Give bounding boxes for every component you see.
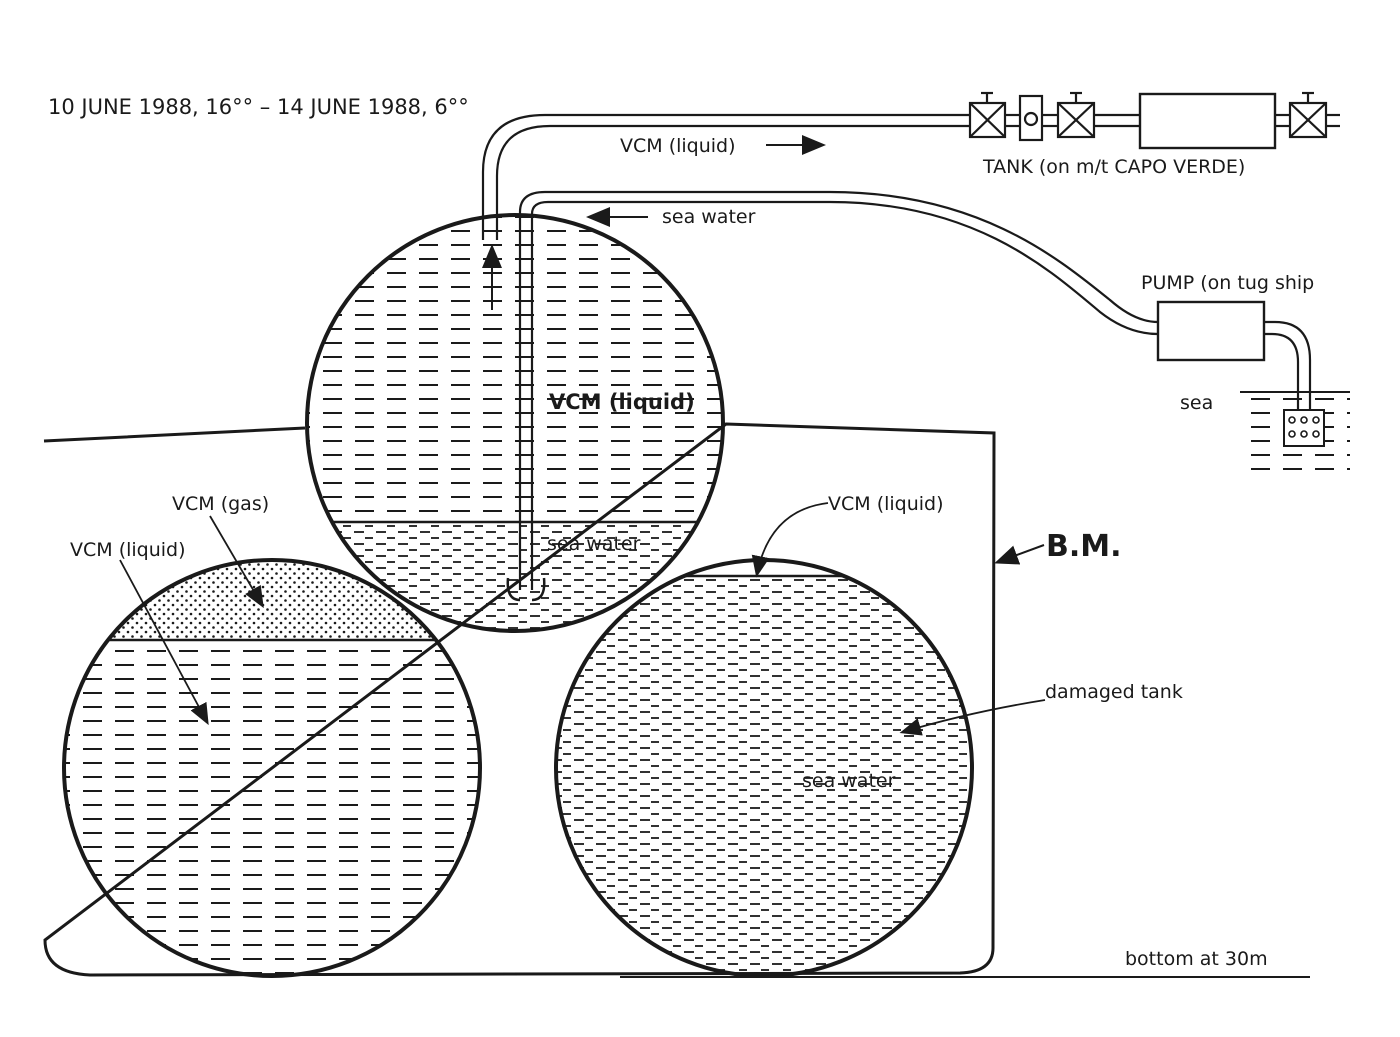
label-right-vcm-liquid: VCM (liquid) (828, 493, 944, 515)
leader-vcm-liquid-left (119, 559, 209, 726)
label-sea: sea (1180, 392, 1213, 414)
capo-verde-tank (1138, 92, 1277, 150)
label-right-sea-water: sea water (802, 770, 896, 792)
valve-3 (1288, 91, 1328, 139)
pump-intake-pipe (1264, 320, 1312, 410)
label-damaged-tank: damaged tank (1045, 681, 1183, 703)
right-tank-damaged (554, 558, 974, 978)
vcm-pipe (481, 113, 970, 240)
center-tank (305, 213, 725, 633)
valve-1 (968, 91, 1007, 139)
leader-vcm-liquid-right (751, 502, 829, 578)
intake-strainer (1283, 409, 1325, 447)
valve-train (1005, 113, 1340, 128)
label-left-vcm-liquid: VCM (liquid) (70, 539, 186, 561)
label-vcm-liquid-pipe: VCM (liquid) (620, 135, 736, 157)
label-capo-verde-tank: TANK (on m/t CAPO VERDE) (982, 156, 1245, 178)
label-center-sea-water: sea water (547, 533, 641, 555)
label-bottom-depth: bottom at 30m (1125, 948, 1268, 970)
leader-damaged-tank (899, 699, 1046, 736)
label-sea-water-pipe: sea water (662, 206, 756, 228)
valve-2 (1056, 91, 1096, 139)
flow-meter (1018, 94, 1044, 142)
left-tank (62, 558, 482, 978)
sea-water-pipe (518, 190, 1159, 590)
pump (1156, 300, 1266, 362)
pipe-nozzle (506, 577, 546, 602)
label-left-vcm-gas: VCM (gas) (172, 493, 269, 515)
date-range-header: 10 JUNE 1988, 16°° – 14 JUNE 1988, 6°° (48, 95, 469, 119)
leader-vcm-gas (209, 515, 264, 609)
leader-bm (994, 544, 1045, 565)
label-bm: B.M. (1046, 529, 1122, 564)
label-center-vcm-liquid: VCM (liquid) (549, 390, 695, 414)
wreck-hull (43, 422, 996, 977)
label-pump: PUMP (on tug ship (1141, 272, 1314, 294)
